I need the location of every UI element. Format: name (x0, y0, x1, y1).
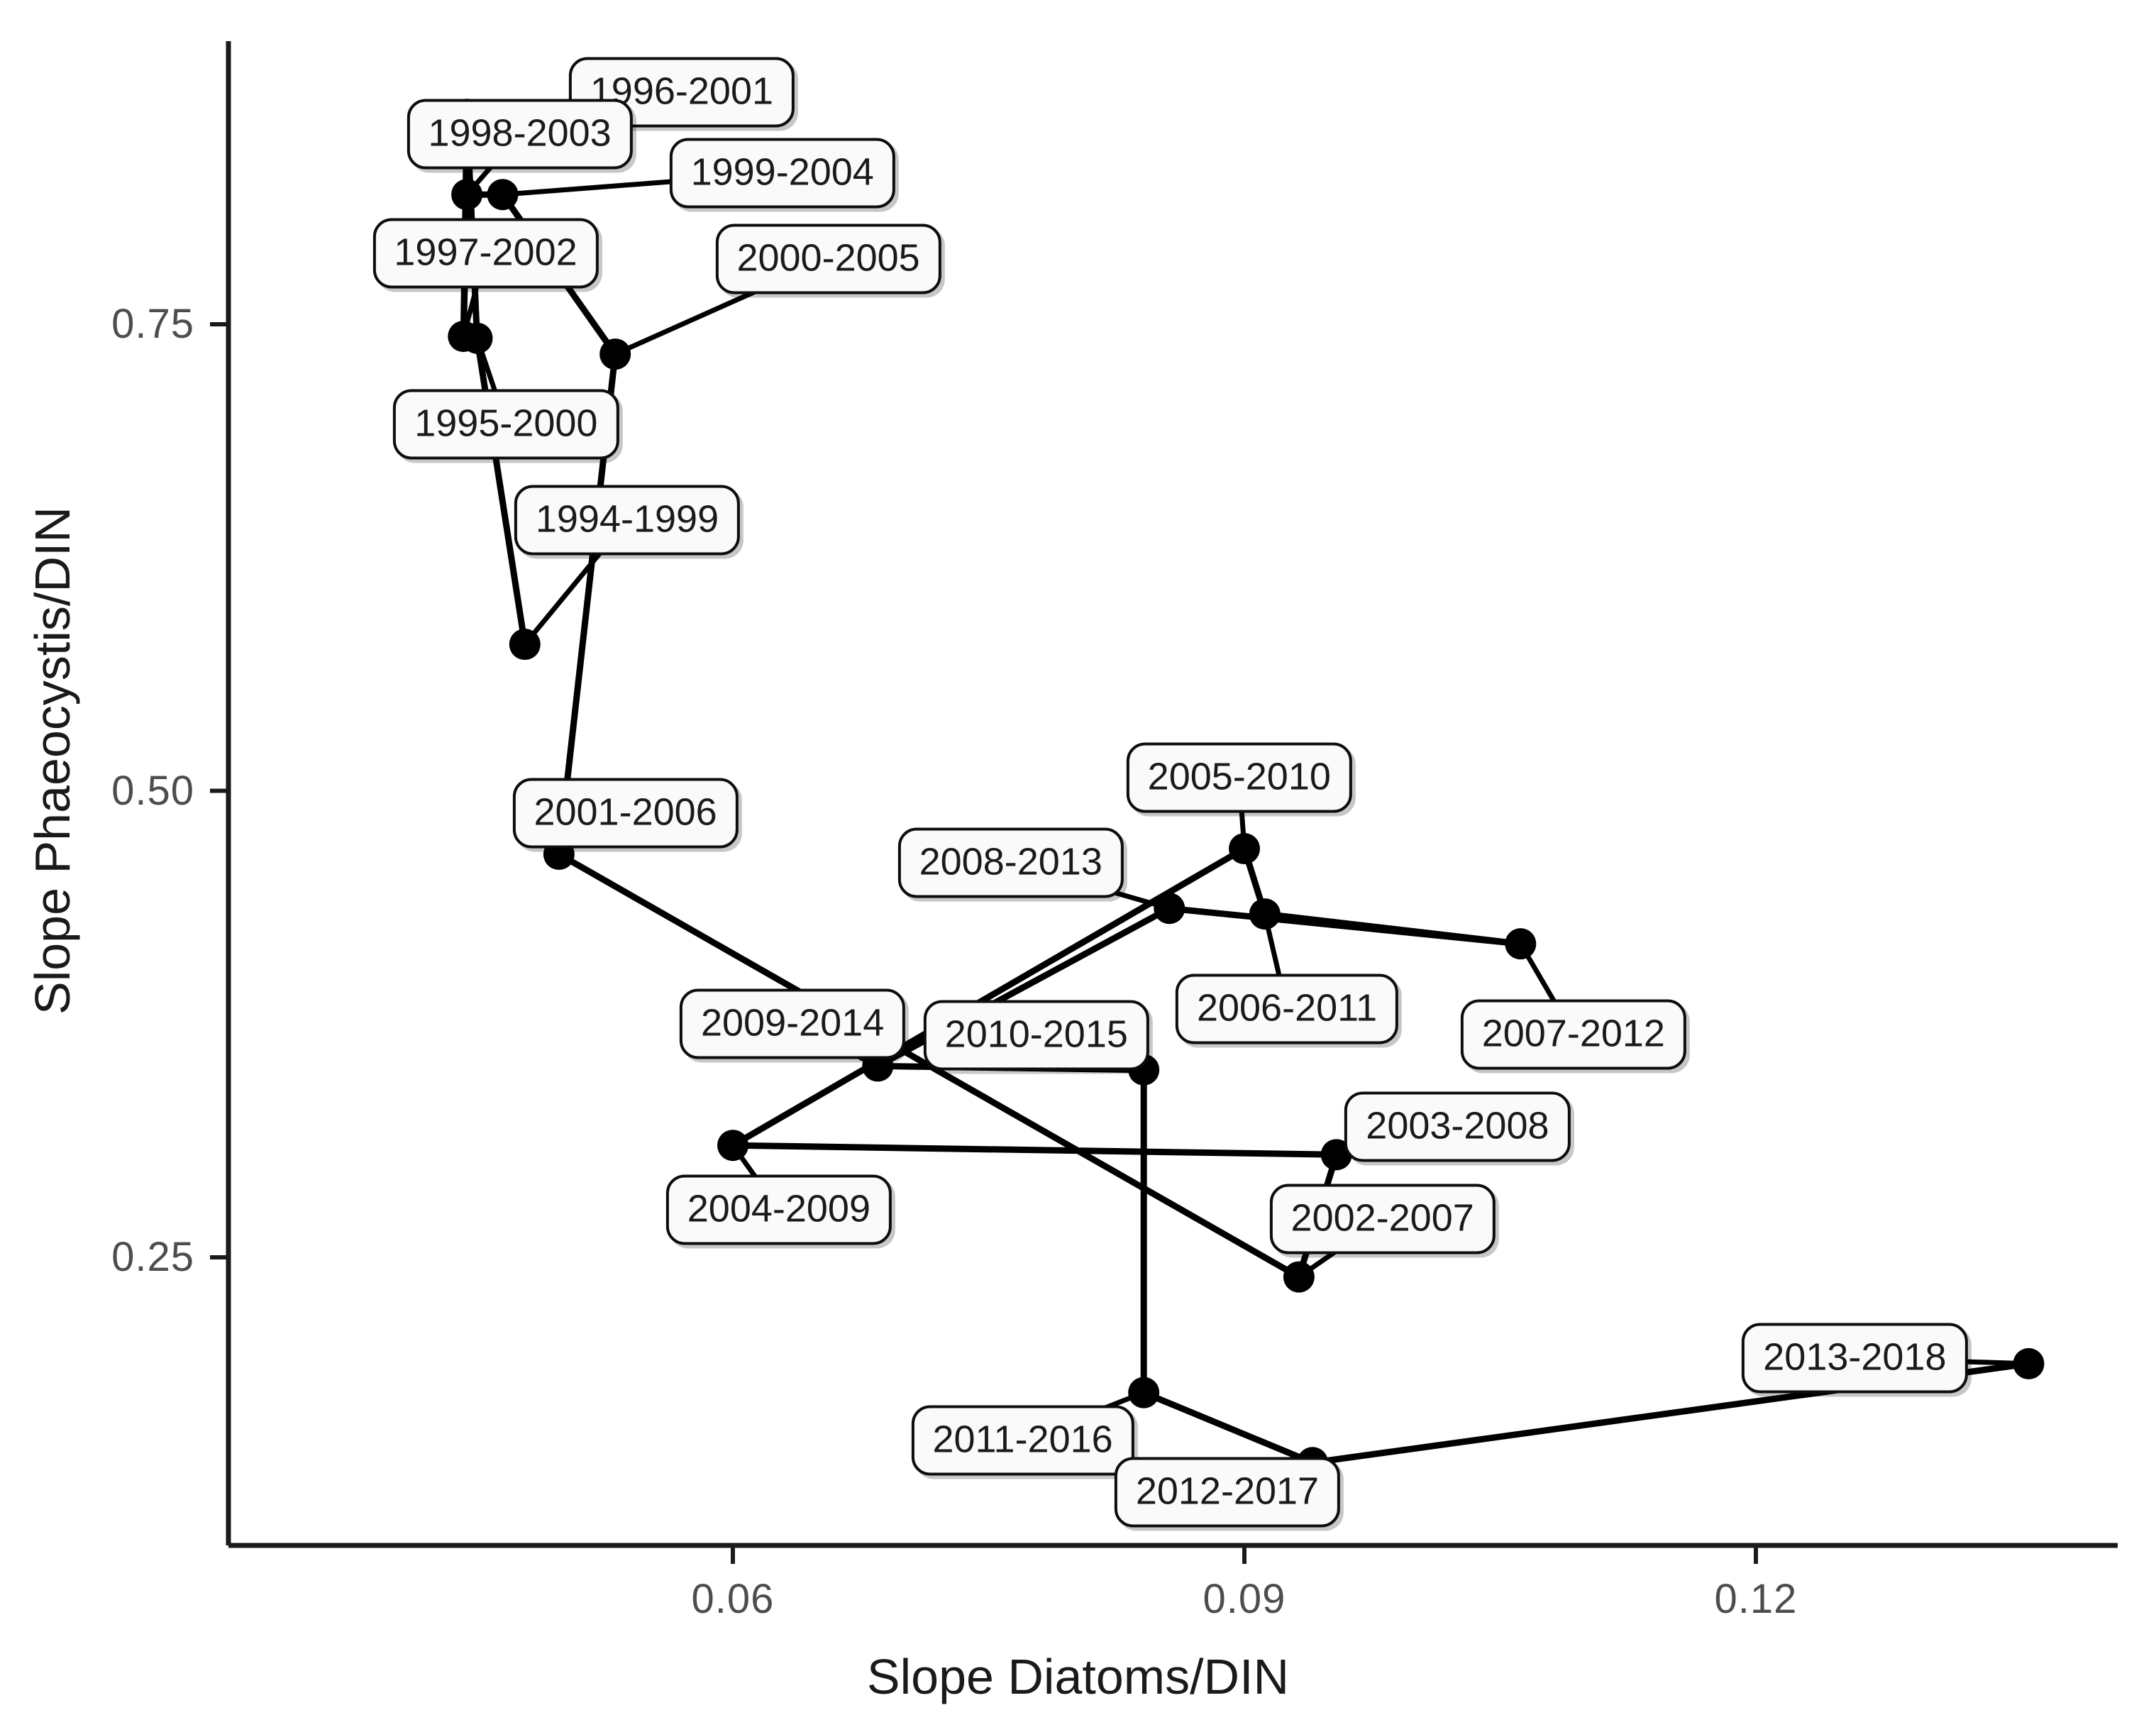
y-tick-label: 0.75 (111, 301, 194, 347)
y-tick-label: 0.25 (111, 1234, 194, 1280)
data-point (1249, 898, 1281, 930)
data-point-label: 2000-2005 (715, 224, 941, 294)
data-point-label: 2003-2008 (1344, 1091, 1571, 1162)
axes-group (210, 41, 2118, 1564)
data-point (1229, 833, 1260, 865)
data-point (2013, 1347, 2045, 1379)
x-tick-label: 0.06 (691, 1576, 775, 1622)
data-point-label: 1998-2003 (407, 99, 633, 170)
y-axis-title: Slope Phaeocystis/DIN (25, 507, 80, 1015)
data-point-label: 1999-2004 (669, 138, 895, 209)
data-point (1505, 928, 1537, 960)
data-point-label: 2002-2007 (1269, 1184, 1496, 1254)
data-point-label: 2010-2015 (923, 1000, 1149, 1071)
data-point (451, 179, 483, 211)
x-axis-title: Slope Diatoms/DIN (866, 1649, 1290, 1704)
data-point-label: 1995-2000 (393, 389, 619, 460)
data-point-label: 1994-1999 (514, 485, 741, 556)
data-point-label: 2004-2009 (665, 1174, 892, 1245)
data-point-label: 2006-2011 (1175, 974, 1399, 1044)
y-tick-label: 0.50 (111, 767, 194, 814)
data-point-label: 2011-2016 (911, 1405, 1134, 1476)
data-point-label: 2008-2013 (897, 827, 1124, 898)
data-point (509, 629, 541, 661)
data-point (448, 321, 480, 353)
data-point (717, 1130, 748, 1162)
data-point (1154, 893, 1185, 925)
data-point (487, 179, 519, 211)
data-point-label: 1997-2002 (372, 218, 599, 289)
data-point-label: 2013-2018 (1742, 1323, 1968, 1394)
data-point-label: 2007-2012 (1460, 999, 1686, 1070)
data-point (1320, 1139, 1352, 1171)
x-tick-label: 0.09 (1203, 1576, 1286, 1622)
data-point-label: 2001-2006 (512, 778, 739, 849)
data-point-label: 2005-2010 (1126, 742, 1352, 813)
data-point (1283, 1261, 1315, 1293)
data-point (599, 338, 631, 370)
data-point (1128, 1377, 1160, 1408)
data-point-label: 2009-2014 (679, 988, 906, 1059)
x-tick-label: 0.12 (1714, 1576, 1798, 1622)
data-point-label: 2012-2017 (1114, 1457, 1341, 1528)
